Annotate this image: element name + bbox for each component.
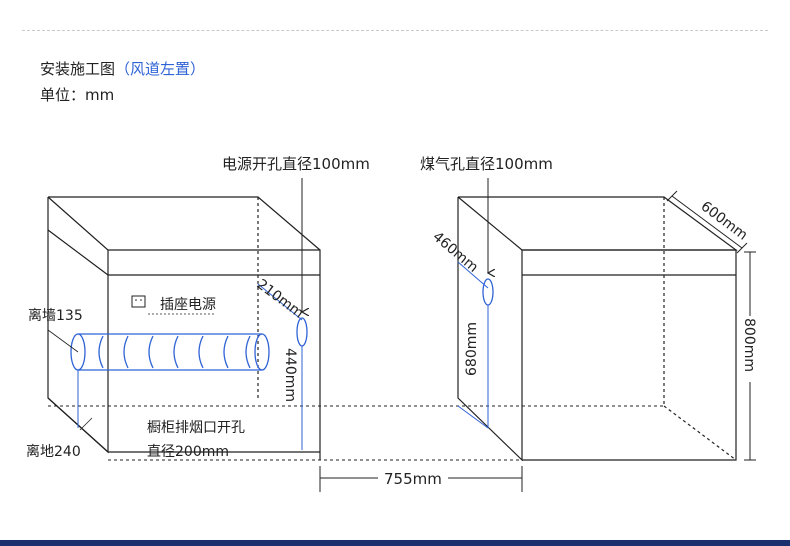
left-cabinet-back-top bbox=[48, 196, 321, 251]
title-main: 安装施工图 bbox=[40, 60, 116, 78]
exhaust-label-line2: 直径200mm bbox=[147, 443, 229, 460]
dim-600-tick-b bbox=[736, 242, 748, 254]
gas-floor-guide bbox=[457, 405, 489, 429]
left-cabinet-top-band bbox=[47, 229, 320, 276]
dim-800-label: 800mm bbox=[741, 318, 757, 372]
exhaust-label-line1: 橱柜排烟口开孔 bbox=[147, 420, 245, 436]
power-hole-label: 电源开孔直径100mm bbox=[222, 155, 370, 173]
dim-600-tick-a bbox=[666, 190, 678, 202]
power-socket-icon bbox=[131, 295, 215, 315]
right-cabinet-back-floor bbox=[663, 405, 737, 461]
unit-label: 单位：mm bbox=[40, 86, 115, 104]
left-cabinet-front bbox=[108, 249, 321, 460]
power-hole bbox=[257, 283, 308, 450]
title-note: （风道左置） bbox=[115, 60, 206, 78]
dim-440-label: 440mm bbox=[282, 348, 298, 402]
dim-755-label: 755mm bbox=[384, 470, 442, 488]
wall-offset-label: 离墙135 bbox=[28, 307, 83, 324]
dim-600-line bbox=[671, 195, 743, 249]
socket-label: 插座电源 bbox=[160, 297, 216, 313]
floor-offset-label: 离地240 bbox=[26, 443, 81, 460]
exhaust-duct bbox=[70, 333, 270, 371]
gas-hole bbox=[457, 261, 494, 428]
floor-offset-pointer bbox=[79, 417, 93, 431]
right-cabinet-top bbox=[457, 196, 738, 251]
dim-680-label: 680mm bbox=[464, 322, 480, 376]
right-cabinet-front bbox=[522, 249, 737, 461]
right-cabinet-left-side bbox=[457, 197, 523, 462]
right-cabinet bbox=[457, 196, 738, 462]
top-divider bbox=[22, 30, 768, 31]
page-title: 安装施工图（风道左置） bbox=[40, 58, 205, 79]
duct-wall-guide bbox=[47, 329, 79, 353]
dim-460-label: 460mm bbox=[429, 229, 481, 276]
dim-210-label: 210mm bbox=[254, 276, 307, 321]
gas-hole-label: 煤气孔直径100mm bbox=[420, 155, 553, 173]
bottom-band bbox=[0, 540, 790, 546]
